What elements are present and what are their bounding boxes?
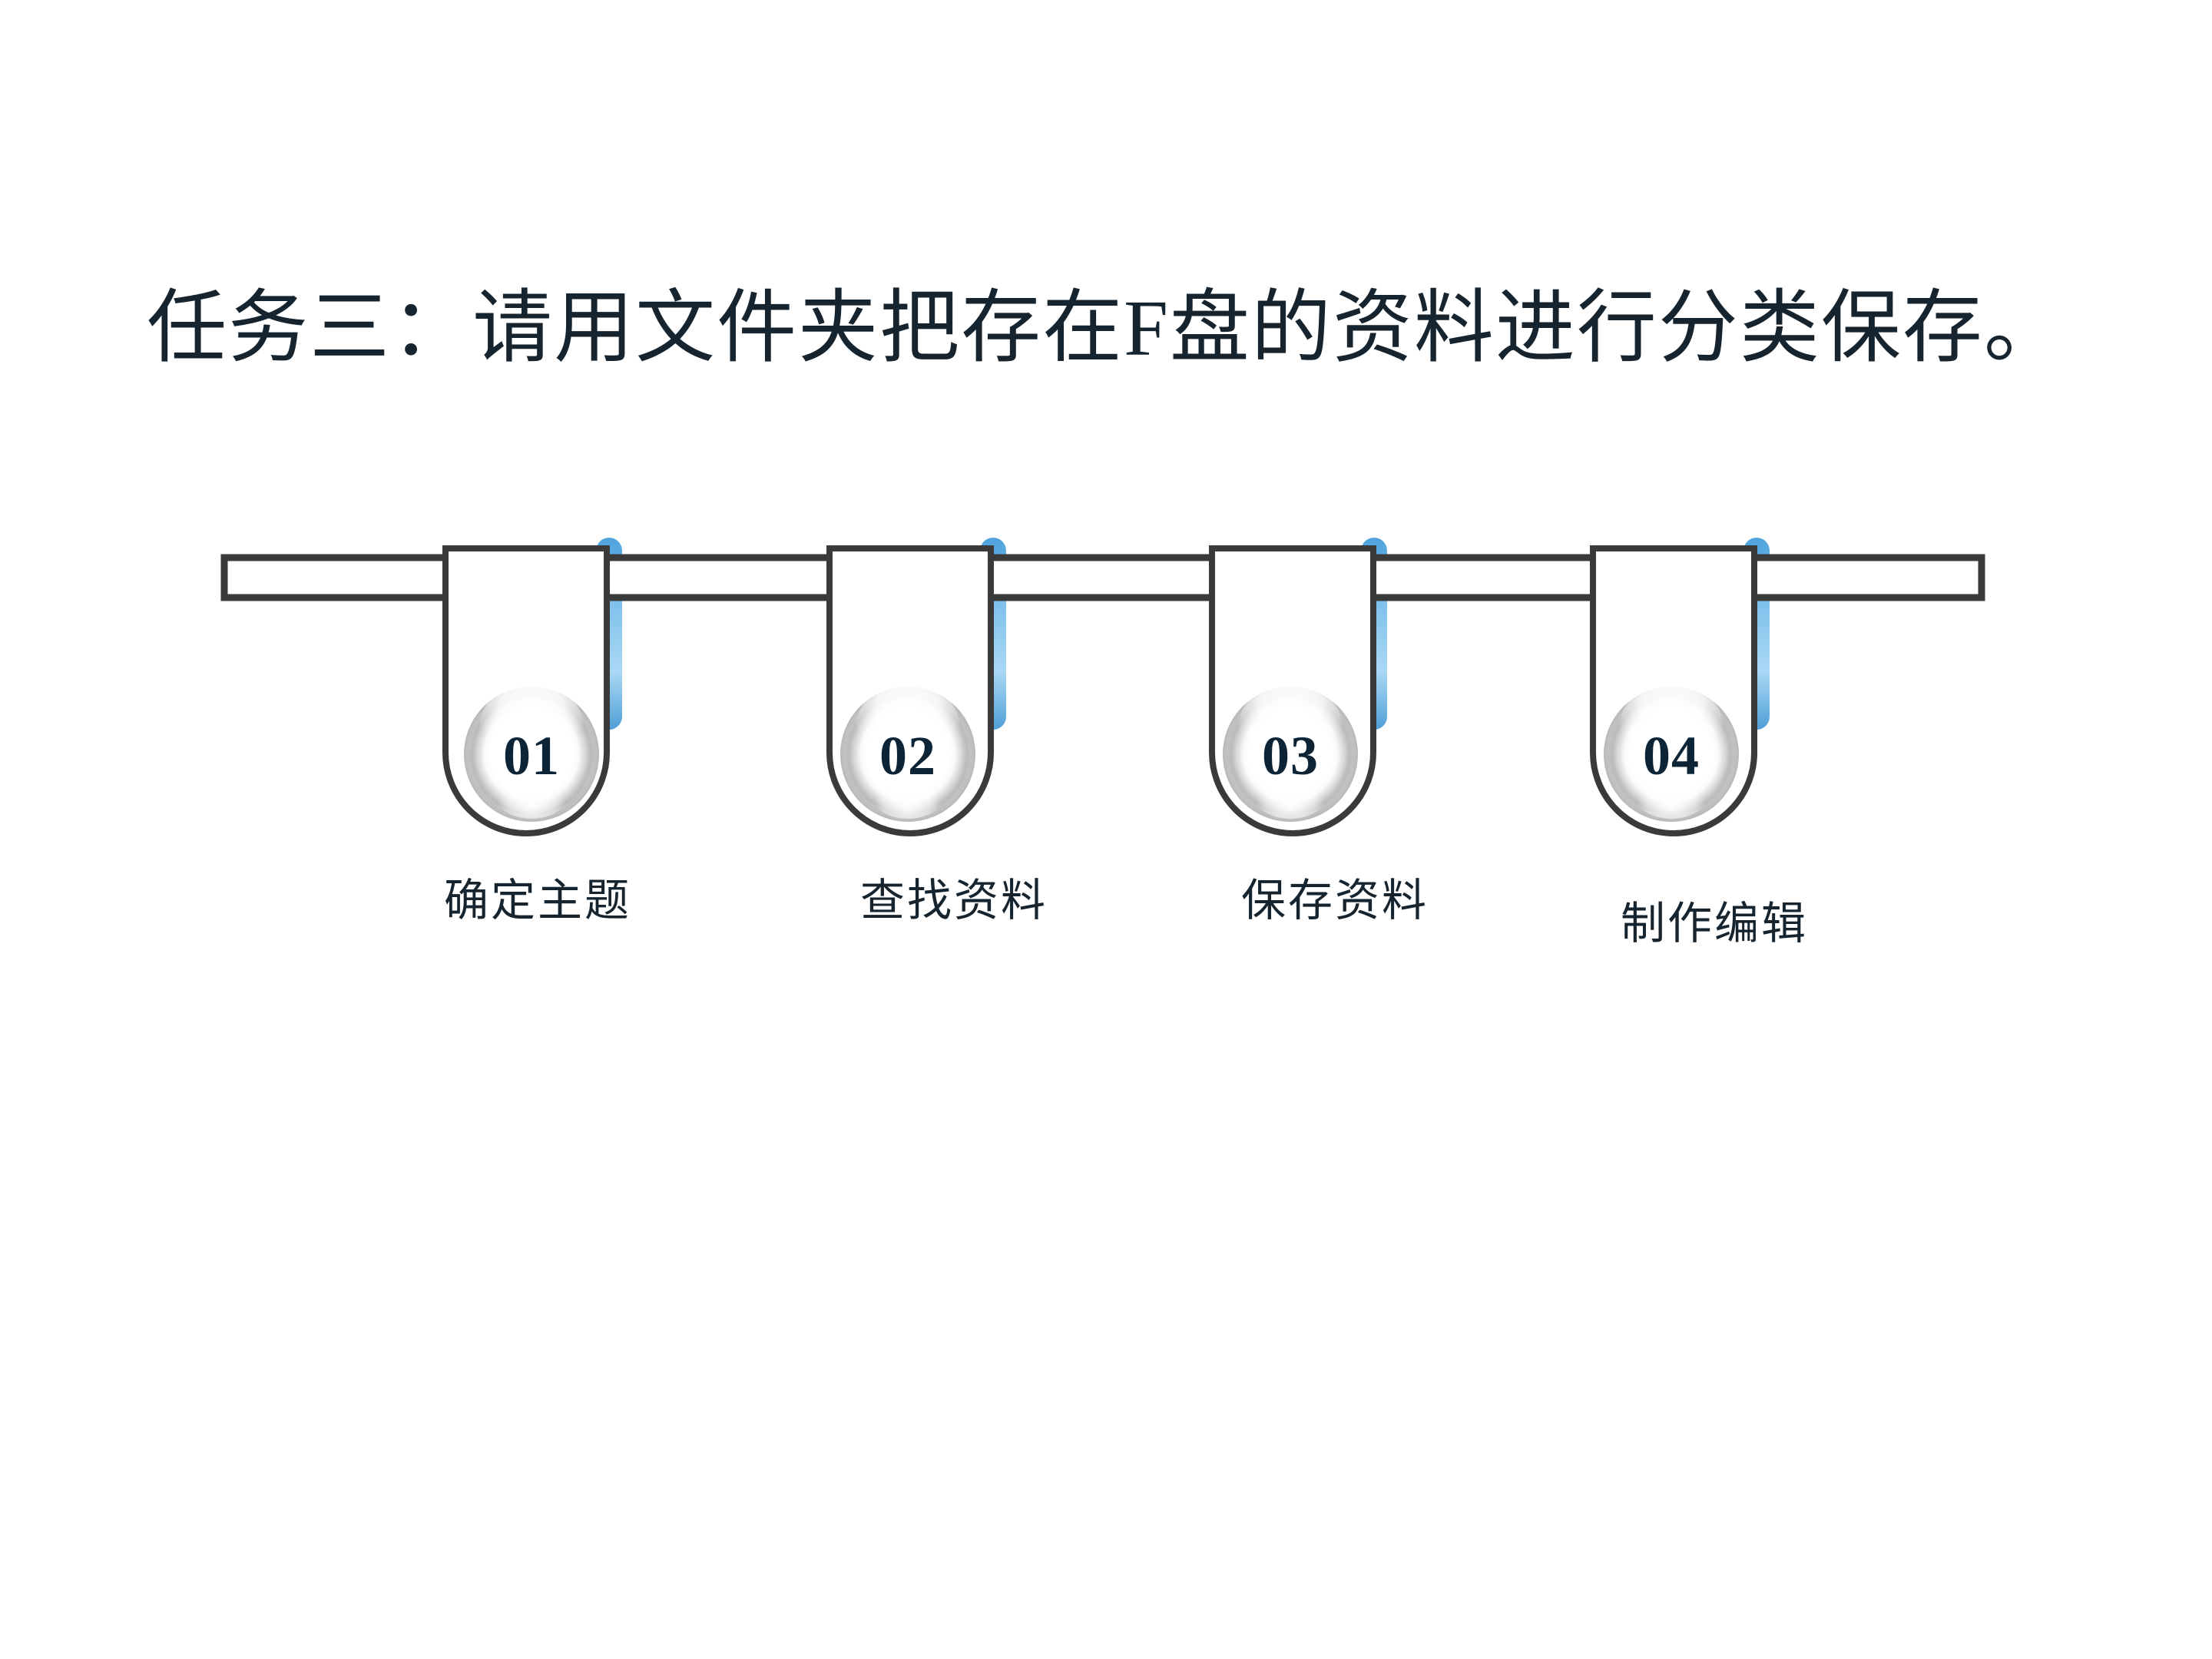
step-sphere-02 xyxy=(840,682,975,822)
step-sphere-04 xyxy=(1604,682,1739,822)
step-sphere-group xyxy=(464,682,1739,822)
page-title: 任务三：请用文件夹把存在F盘的资料进行分类保存。 xyxy=(147,284,2065,373)
step-label-04: 制作编辑 xyxy=(1620,897,1808,949)
step-label-02: 查找资料 xyxy=(859,874,1048,926)
step-label-03: 保存资料 xyxy=(1240,874,1429,926)
step-sphere-03 xyxy=(1223,682,1358,822)
step-sphere-01 xyxy=(464,682,599,822)
step-label-01: 确定主题 xyxy=(443,874,631,926)
